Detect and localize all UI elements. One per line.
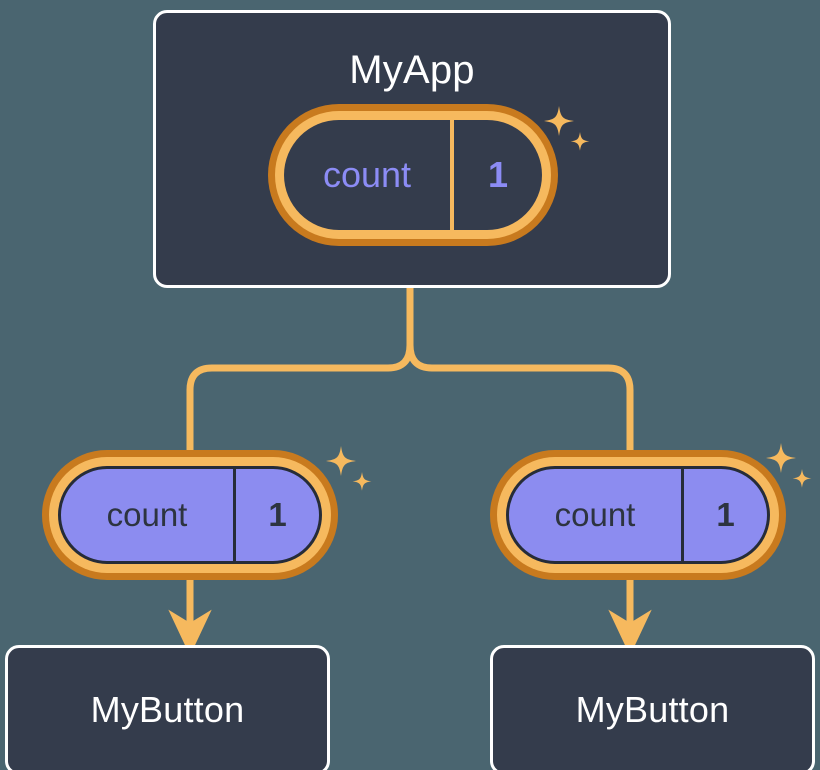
- state-pill-value: 1: [681, 469, 767, 561]
- node-mybutton-left-label: MyButton: [90, 689, 245, 730]
- edge-myapp-to-left-state: [186, 344, 414, 455]
- state-pill-key: count: [106, 496, 188, 533]
- state-pill-left[interactable]: count 1: [42, 450, 338, 580]
- edge-myapp-to-right-state: [406, 344, 634, 455]
- state-pill-right[interactable]: count 1: [490, 450, 786, 580]
- node-myapp-label: MyApp: [349, 48, 475, 92]
- node-mybutton-right-label: MyButton: [575, 689, 730, 730]
- state-pill-myapp[interactable]: count 1: [268, 104, 558, 246]
- state-pill-key: count: [554, 496, 636, 533]
- state-pill-value: 1: [233, 469, 319, 561]
- state-pill-body: count 1: [284, 120, 542, 230]
- state-pill-body: count 1: [58, 466, 322, 564]
- state-pill-value: 1: [450, 120, 542, 230]
- state-pill-key: count: [322, 154, 412, 195]
- state-pill-ring: count 1: [49, 457, 331, 573]
- state-pill-ring: count 1: [275, 111, 551, 239]
- node-mybutton-left[interactable]: MyButton: [5, 645, 330, 770]
- node-mybutton-right[interactable]: MyButton: [490, 645, 815, 770]
- state-pill-ring: count 1: [497, 457, 779, 573]
- state-pill-body: count 1: [506, 466, 770, 564]
